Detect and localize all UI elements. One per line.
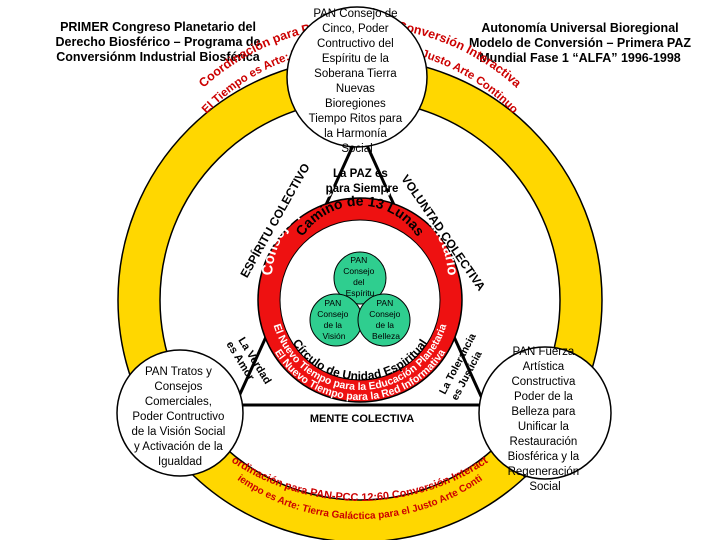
inner-councils: PAN Consejo del Espíritu PAN Consejo de … <box>309 251 411 347</box>
council-right-line: Belleza para <box>511 406 576 418</box>
inner-council-spirit-line: Espíritu <box>346 288 375 298</box>
council-top-line: PAN Consejo de <box>313 8 397 20</box>
council-top-circle <box>286 6 428 148</box>
council-top-line: la Harmonía <box>324 128 387 140</box>
council-top: PAN Consejo de Cinco, Poder Contructivo … <box>286 6 428 155</box>
council-right-line: Unificar la <box>518 421 570 433</box>
council-right-line: Constructiva <box>511 376 576 388</box>
inner-council-beauty-line: PAN <box>376 298 393 308</box>
council-left-line: Poder Contructivo <box>132 411 224 423</box>
header-right: Autonomía Universal Bioregional Modelo d… <box>460 21 700 66</box>
inner-council-spirit-line: del <box>353 277 364 287</box>
svg-text:PAN Consejo de: PAN Consejo de la Belleza <box>369 298 403 341</box>
council-left-line: de la Visión Social <box>132 426 226 438</box>
council-top-line: Nuevas <box>336 83 375 95</box>
council-right-line: Restauración <box>510 436 578 448</box>
inner-council-vision-line: Visión <box>323 331 346 341</box>
header-right-line: Mundial Fase 1 “ALFA” 1996-1998 <box>479 51 681 65</box>
council-right: PAN Fuerza Artística Constructiva Poder … <box>478 346 612 493</box>
inner-council-vision-line: PAN <box>324 298 341 308</box>
council-top-line: Social <box>341 143 372 155</box>
council-right-line: Biosférica y la <box>508 451 580 463</box>
council-top-line: Bioregiones <box>325 98 386 110</box>
council-right-line: Artística <box>523 361 565 373</box>
svg-text:PAN Consejo de: PAN Consejo de la Visión <box>317 298 351 341</box>
triangle-bottom-label: MENTE COLECTIVA <box>310 413 414 425</box>
header-left: PRIMER Congreso Planetario del Derecho B… <box>48 20 268 65</box>
svg-text:PAN Consejo de Cinco,: PAN Consejo de Cinco, Poder Contructivo … <box>309 8 406 155</box>
council-top-line: Contructivo del <box>317 38 394 50</box>
council-left: PAN Tratos y Consejos Comerciales, Poder… <box>116 349 244 477</box>
council-left-line: Consejos <box>154 381 202 393</box>
inner-council-beauty <box>357 293 411 347</box>
council-top-line: Tiempo Ritos para <box>309 113 403 125</box>
svg-text:PAN Tratos y Consejos: PAN Tratos y Consejos Comerciales, Poder… <box>132 366 229 468</box>
council-left-line: Comerciales, <box>145 396 212 408</box>
svg-text:La PAZ es para Siempre: La PAZ es para Siempre <box>326 168 399 195</box>
triangle-top-inner-line: La PAZ es <box>333 168 388 180</box>
council-right-line: Regeneración <box>508 466 580 478</box>
svg-text:PAN Consejo de: PAN Consejo del Espíritu <box>343 255 377 298</box>
council-right-line: Social <box>529 481 560 493</box>
svg-text:PAN Fuerza Artística: PAN Fuerza Artística Constructiva Poder … <box>508 346 583 493</box>
inner-council-beauty-line: Belleza <box>372 331 400 341</box>
header-left-line: PRIMER Congreso Planetario del <box>60 20 256 34</box>
council-left-line: PAN Tratos y <box>145 366 212 378</box>
inner-council-spirit-line: PAN <box>350 255 367 265</box>
council-top-line: Soberana Tierra <box>314 68 397 80</box>
inner-council-spirit-line: Consejo <box>343 266 374 276</box>
council-top-line: Espíritu de la <box>322 53 390 65</box>
header-left-line: Conversiónm Industrial Biosférica <box>56 50 260 64</box>
council-left-line: Igualdad <box>158 456 202 468</box>
header-right-line: Modelo de Conversión – Primera PAZ <box>468 36 692 50</box>
council-top-line: Cinco, Poder <box>322 23 389 35</box>
inner-council-spirit <box>333 251 387 305</box>
council-left-circle <box>116 349 244 477</box>
council-right-circle <box>478 346 612 480</box>
header-right-line: Autonomía Universal Bioregional <box>481 21 679 35</box>
council-left-line: y Activación de la <box>134 441 223 453</box>
council-right-line: Poder de la <box>514 391 573 403</box>
inner-council-beauty-line: de la <box>376 320 395 330</box>
inner-council-beauty-line: Consejo <box>369 309 400 319</box>
triangle-top-inner-line: para Siempre <box>326 183 399 195</box>
inner-council-vision-line: de la <box>324 320 343 330</box>
header-left-line: Derecho Biosférico – Programa de <box>55 35 261 49</box>
council-right-line: PAN Fuerza <box>513 346 575 358</box>
inner-council-vision-line: Consejo <box>317 309 348 319</box>
